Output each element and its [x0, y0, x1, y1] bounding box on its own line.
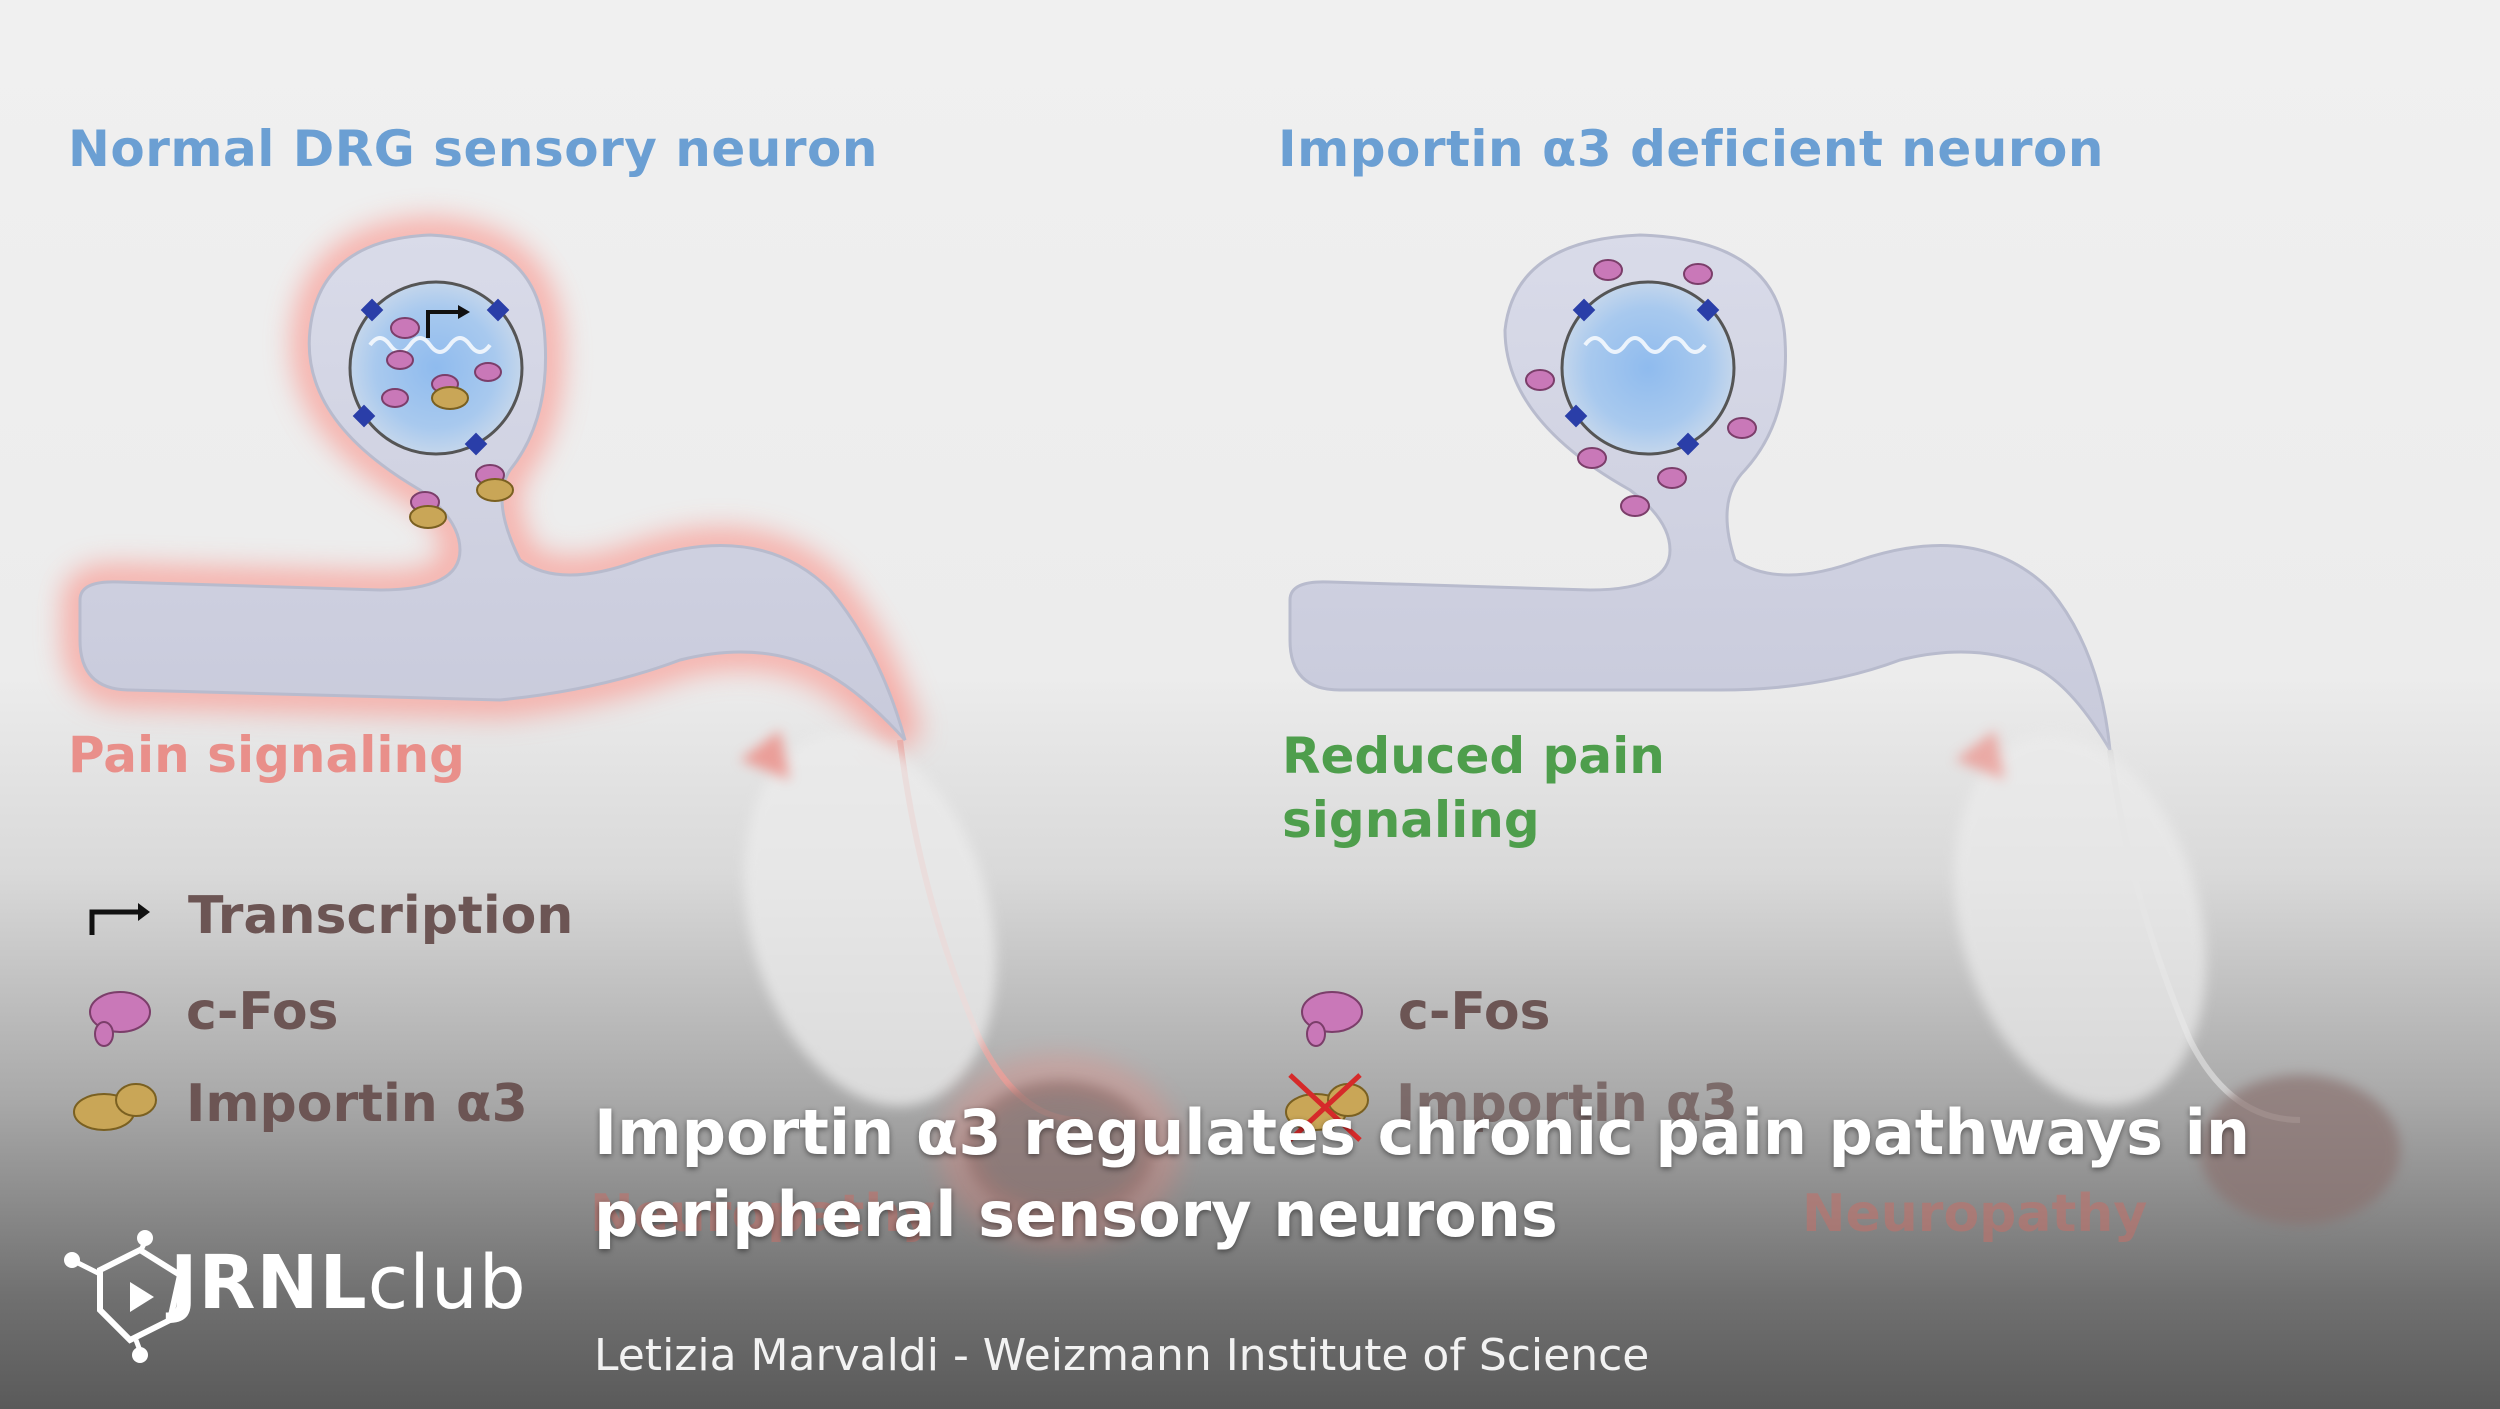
importin-a3-protein-icon — [73, 1083, 157, 1131]
legend-importin-label: Importin α3 — [186, 1074, 528, 1134]
dna-icon — [368, 336, 492, 354]
legend-icons — [73, 903, 1369, 1142]
brand-name-bold: JRNL — [170, 1240, 368, 1326]
reduced-pain-line2: signaling — [1282, 791, 1540, 849]
right-panel-heading: Importin α3 deficient neuron — [1278, 120, 2104, 178]
right-legend-importin-label: Importin α3 — [1396, 1074, 1738, 1134]
brand-name-light: club — [367, 1240, 527, 1326]
transcription-arrow-icon — [89, 909, 142, 935]
left-panel-heading: Normal DRG sensory neuron — [68, 120, 878, 178]
left-neuropathy-label: Neuropathy — [590, 1184, 936, 1244]
reduced-pain-line1: Reduced pain — [1282, 727, 1665, 785]
crossed-importin-icon — [1285, 1073, 1369, 1142]
transcription-arrow-icon — [426, 310, 462, 338]
c-fos-protein-icon — [89, 991, 151, 1047]
video-author: Letizia Marvaldi - Weizmann Institute of… — [594, 1330, 1650, 1381]
jrnlclub-logo-icon — [64, 1230, 184, 1363]
pain-signaling-label: Pain signaling — [68, 726, 465, 784]
legend-c-fos-label: c-Fos — [186, 982, 339, 1042]
video-title: Importin α3 regulates chronic pain pathw… — [594, 1096, 2251, 1251]
reduced-pain-signaling-label: Reduced pain signaling — [1282, 724, 1665, 852]
right-legend-c-fos-label: c-Fos — [1398, 982, 1551, 1042]
jrnlclub-brand: JRNLclub — [170, 1240, 527, 1326]
c-fos-protein-icon — [1301, 991, 1363, 1047]
legend-transcription-label: Transcription — [188, 886, 574, 946]
normal-neuron — [63, 217, 1175, 1240]
nucleus — [1560, 280, 1736, 456]
right-neuropathy-label: Neuropathy — [1802, 1184, 2148, 1244]
importin-deficient-neuron — [1288, 233, 2400, 1225]
